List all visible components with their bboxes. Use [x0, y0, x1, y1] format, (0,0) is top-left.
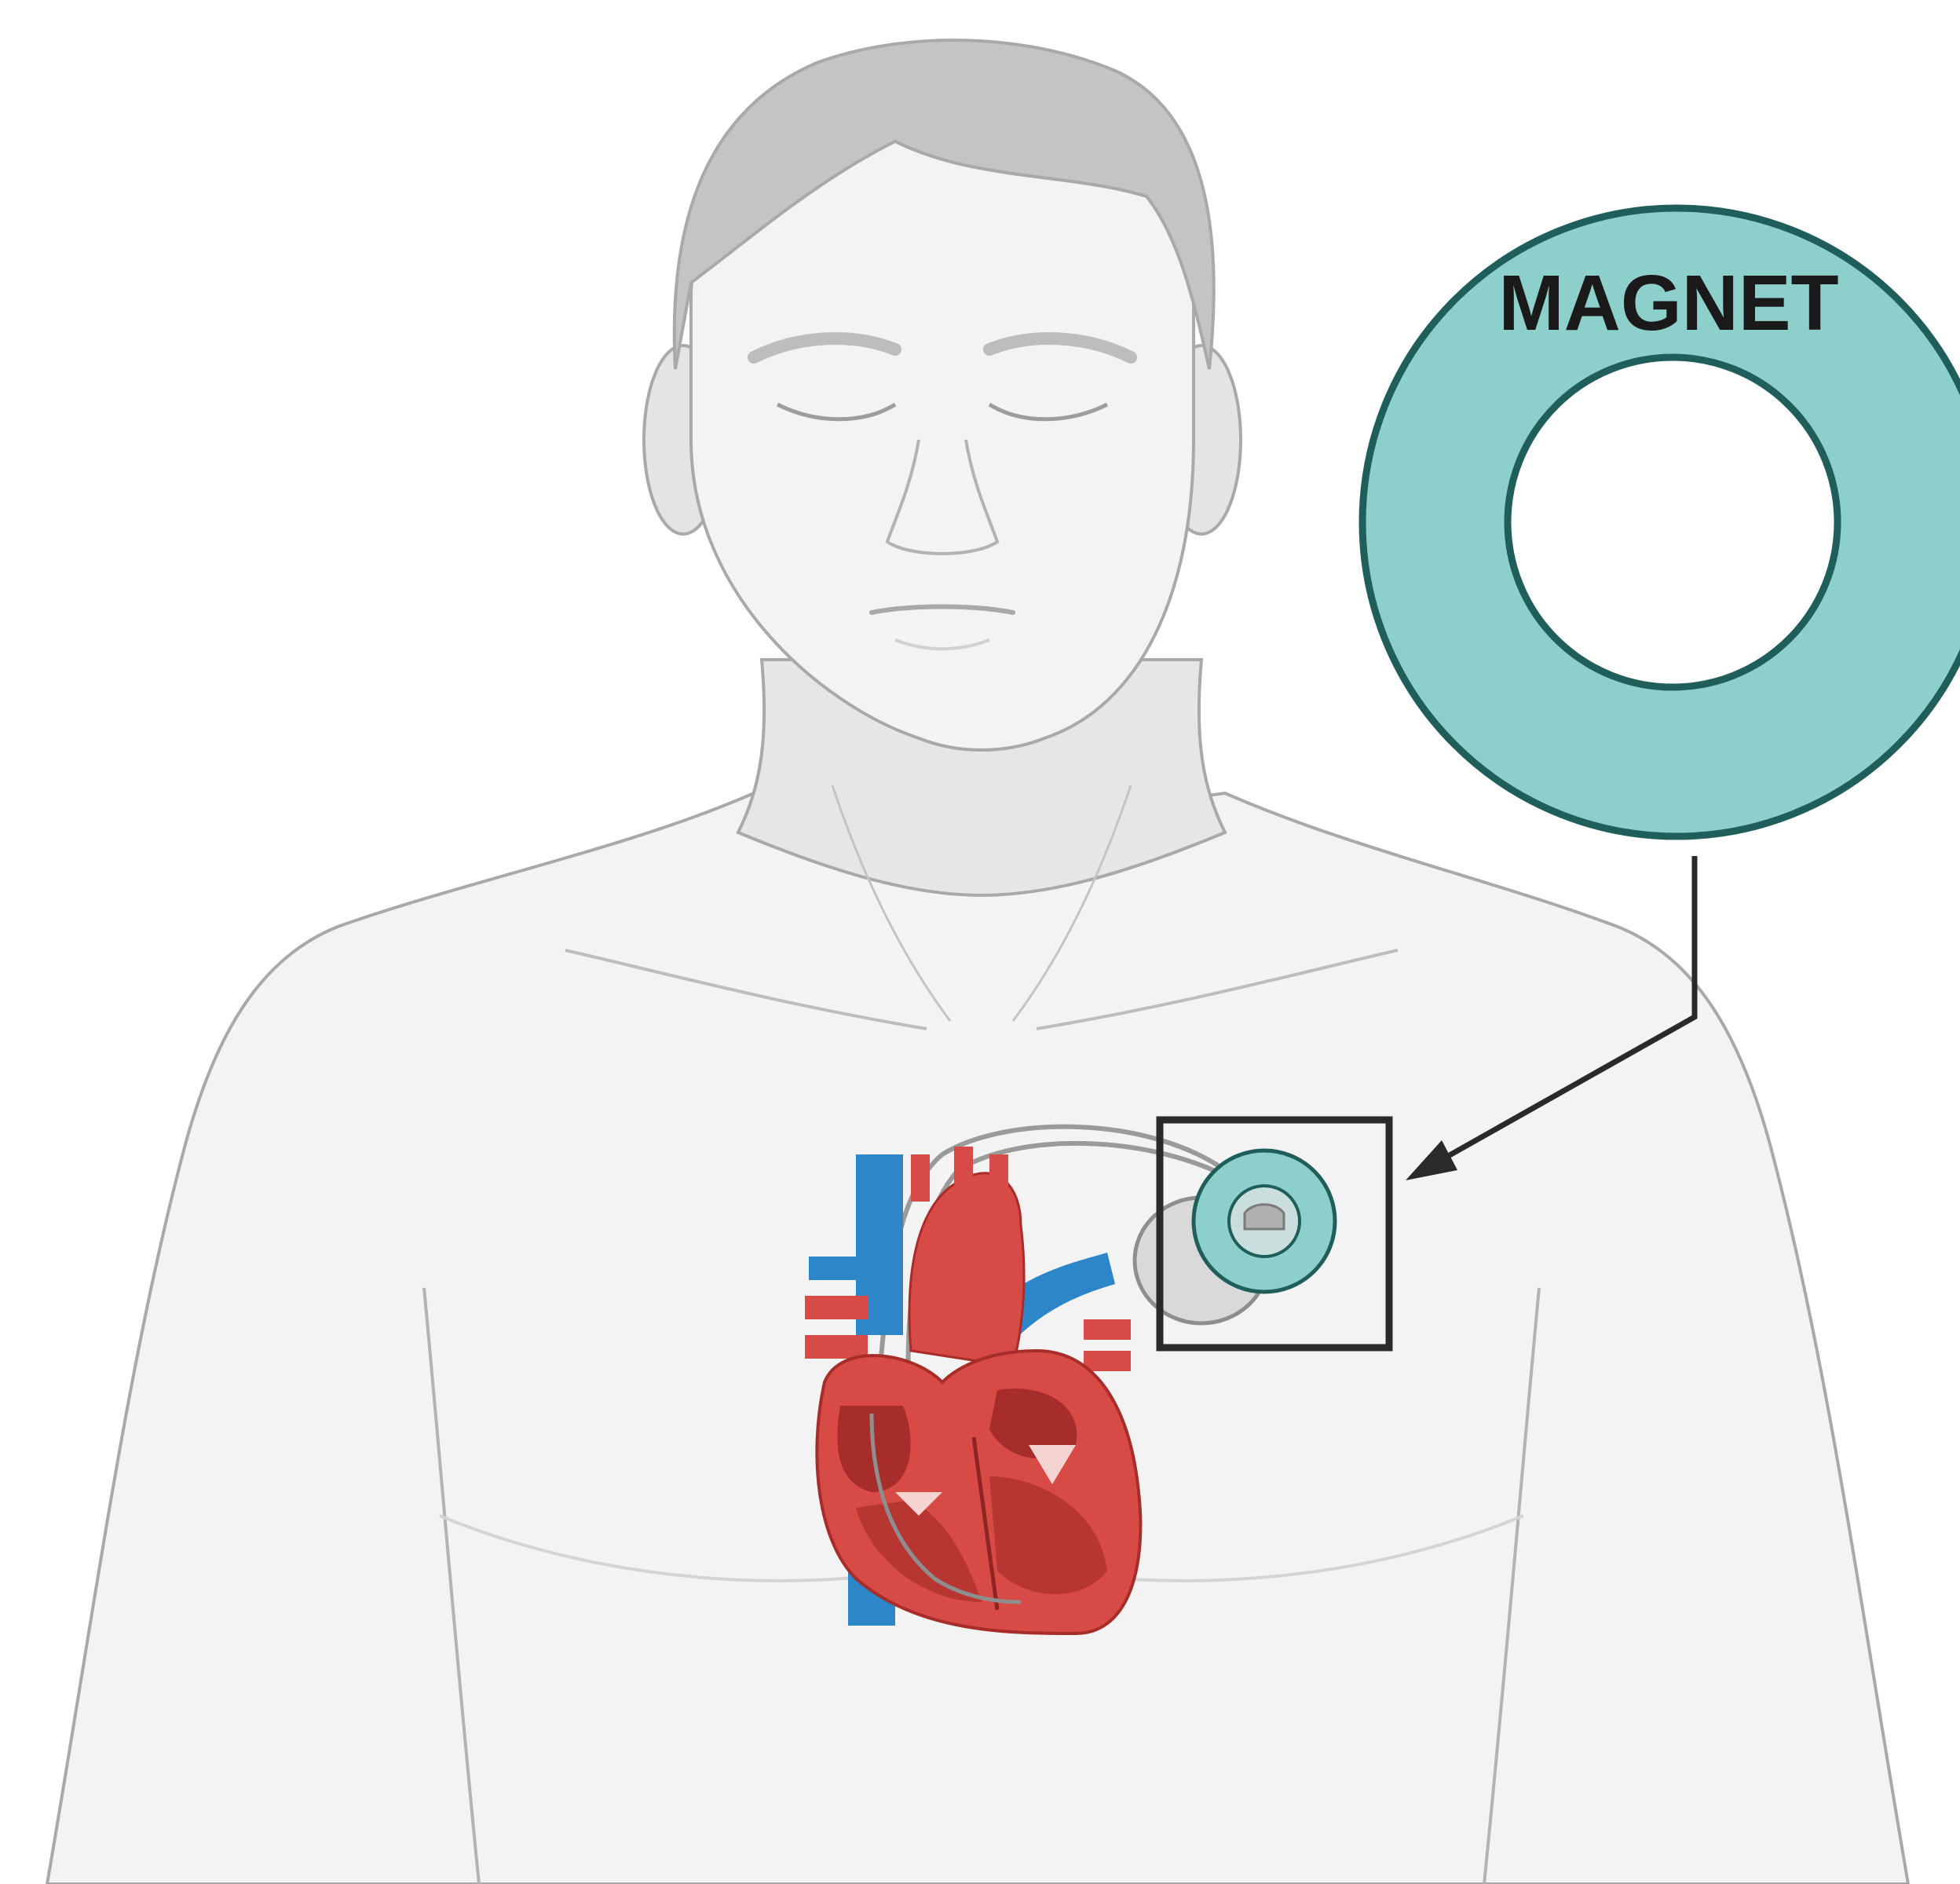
right-vessel-1 [1084, 1319, 1131, 1340]
aorta-branch-2 [954, 1147, 973, 1194]
magnet-inner-hole [1508, 357, 1838, 687]
pulmonary-vein-left-2 [805, 1296, 868, 1319]
ring-magnet-icon: MAGNET [1362, 208, 1960, 836]
aorta-branch-3 [989, 1154, 1008, 1202]
pulmonary-vein-left-1 [809, 1257, 872, 1280]
pulmonary-vein-left-3 [805, 1335, 868, 1359]
device-header [1245, 1205, 1284, 1229]
aorta-branch-1 [911, 1154, 930, 1202]
right-vessel-2 [1084, 1351, 1131, 1371]
magnet-label: MAGNET [1498, 259, 1838, 347]
